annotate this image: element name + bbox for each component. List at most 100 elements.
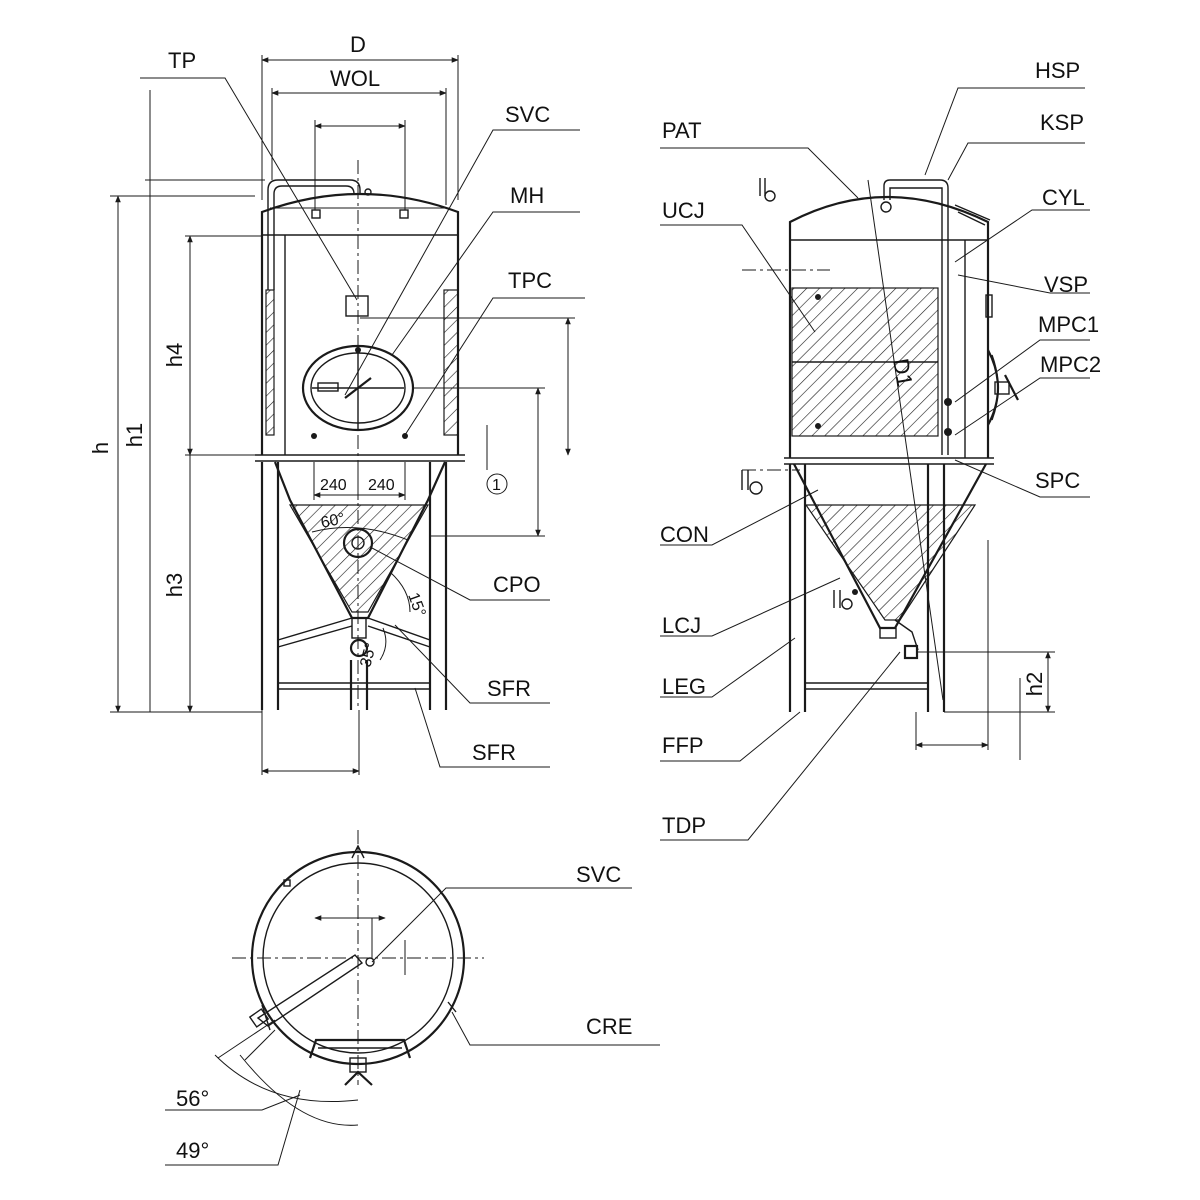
top-view-bracket — [261, 1004, 271, 1031]
leader-spc — [954, 459, 1090, 498]
leader-vsp — [957, 274, 1090, 294]
leader-mh — [391, 211, 580, 356]
side-manhole-lever — [1004, 374, 1019, 401]
leader-tdp — [660, 651, 901, 841]
angle-arc-49 — [239, 1054, 359, 1126]
label-h4: h4 — [162, 343, 187, 367]
top-view-bracket — [447, 1001, 457, 1013]
label-angle-49: 49° — [176, 1138, 209, 1163]
leader-lcj — [660, 577, 841, 637]
leader-sfr-lower — [414, 687, 550, 768]
label-spc: SPC — [1035, 468, 1080, 493]
tank-dome — [260, 192, 460, 235]
label-mh: MH — [510, 183, 544, 208]
label-h1: h1 — [122, 423, 147, 447]
label-top-svc: SVC — [576, 862, 621, 887]
side-cone-jacket — [804, 504, 977, 621]
label-wol: WOL — [330, 66, 380, 91]
label-h: h — [88, 442, 113, 454]
leader-con — [660, 489, 819, 546]
label-h3: h3 — [162, 573, 187, 597]
cooling-jacket-left — [265, 289, 275, 436]
top-bolt — [311, 209, 321, 219]
label-d1: D1 — [888, 357, 918, 389]
leader-mpc1 — [954, 339, 1090, 403]
label-ffp: FFP — [662, 733, 704, 758]
label-hsp: HSP — [1035, 58, 1080, 83]
top-view-pipe-arm — [256, 954, 364, 1027]
label-tp: TP — [168, 48, 196, 73]
top-pipe — [267, 179, 361, 290]
port-dot — [852, 589, 858, 595]
label-h2: h2 — [1022, 672, 1047, 696]
cone-support — [277, 617, 431, 641]
leader-cre — [451, 1011, 660, 1046]
dimension-frame-angle: 35° — [357, 641, 380, 669]
label-svc: SVC — [505, 102, 550, 127]
angle-ray — [244, 1029, 276, 1061]
side-view: HSP KSP PAT UCJ CYL VSP MPC1 MPC2 SPC CO… — [660, 58, 1101, 841]
note-number: 1 — [492, 477, 501, 494]
manhole-hinge — [317, 382, 339, 392]
bottom-valve — [349, 638, 369, 658]
top-fitting — [364, 188, 372, 196]
label-pat: PAT — [662, 118, 702, 143]
angle-ray — [217, 1019, 276, 1059]
leader-cyl — [954, 209, 1090, 263]
top-view: SVC CRE 56° 49° — [165, 830, 660, 1166]
leader-leg — [660, 637, 796, 698]
bottom-outlet — [351, 617, 367, 639]
label-tdp: TDP — [662, 813, 706, 838]
cone-support — [277, 625, 431, 648]
label-cpo: CPO — [493, 572, 541, 597]
leader-hsp — [924, 87, 1085, 176]
port-dot — [815, 423, 821, 429]
side-manhole-inner — [991, 354, 999, 421]
thermometer-icon — [833, 590, 853, 610]
cone-angle-arc — [311, 527, 409, 541]
side-manhole-handle — [994, 381, 1010, 395]
side-top-pipe — [883, 179, 949, 455]
dimension-outlet-angle: 15° — [404, 591, 428, 620]
side-outlet — [879, 627, 897, 639]
top-bolt — [399, 209, 409, 219]
label-cyl: CYL — [1042, 185, 1085, 210]
label-mpc1: MPC1 — [1038, 312, 1099, 337]
label-sfr-lower: SFR — [472, 740, 516, 765]
temperature-probe — [345, 295, 369, 317]
top-view-manhole — [308, 1038, 412, 1059]
side-outlet-fitting — [903, 644, 919, 660]
front-view: D WOL TP SVC MH TPC CPO SFR SFR h h1 h4 … — [88, 32, 585, 775]
dimension-240-left: 240 — [320, 477, 347, 494]
leader-mpc2 — [954, 377, 1090, 436]
leader-56 — [165, 1094, 301, 1111]
leader-sfr-upper — [394, 624, 550, 704]
thermometer-icon — [759, 178, 776, 202]
leader-tp — [140, 77, 358, 301]
leader-49 — [165, 1089, 301, 1166]
port-dot — [815, 294, 821, 300]
leader-top-svc — [371, 887, 632, 963]
label-leg: LEG — [662, 674, 706, 699]
mpc1-port — [944, 398, 952, 406]
label-d: D — [350, 32, 366, 57]
leader-ffp — [660, 711, 801, 762]
label-vsp: VSP — [1044, 272, 1088, 297]
note-circle — [486, 473, 508, 495]
cone-jacket-hatch — [288, 504, 430, 613]
top-pipe-inner — [273, 185, 355, 290]
leader-svc — [344, 129, 580, 396]
port-dot — [402, 433, 408, 439]
side-top-fitting — [880, 201, 892, 213]
port-dot — [355, 347, 361, 353]
dimension-d1-line — [867, 179, 944, 701]
angle-arc-56 — [214, 1054, 359, 1103]
leader-tpc — [404, 297, 585, 436]
label-angle-56: 56° — [176, 1086, 209, 1111]
label-ksp: KSP — [1040, 110, 1084, 135]
thermometer-icon — [741, 470, 763, 495]
side-bracket — [985, 294, 993, 318]
frame-angle-arc — [379, 627, 387, 661]
leader-pat — [660, 147, 859, 199]
